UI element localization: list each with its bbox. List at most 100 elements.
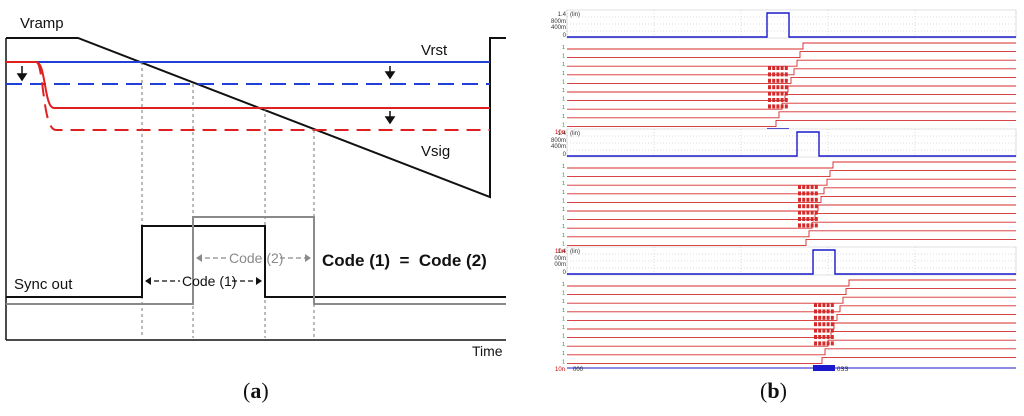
toggle-block [814, 341, 817, 346]
toggle-block [826, 322, 830, 327]
toggle-block [814, 210, 818, 215]
toggle-block [826, 303, 830, 307]
toggle-block [818, 341, 822, 346]
bit-tick-label: 1 [562, 316, 565, 322]
toggle-block [806, 210, 810, 215]
toggle-block [818, 335, 822, 339]
toggle-block [772, 72, 776, 77]
toggle-block [822, 315, 826, 320]
toggle-block [830, 303, 834, 307]
toggle-block [830, 328, 834, 333]
bit-tick-label: 1 [562, 114, 565, 120]
toggle-block [814, 191, 818, 196]
bit-lane-trace [567, 102, 1016, 110]
time-label: Time [472, 343, 503, 359]
bit-tick-label: 1 [562, 190, 565, 196]
toggle-block [830, 341, 834, 346]
code1-arrow-left [145, 277, 151, 285]
bit-tick-label: 1 [562, 299, 565, 305]
toggle-block [822, 335, 826, 339]
bit-lane-trace [567, 76, 1016, 84]
scale-unit: (lin) [570, 12, 580, 18]
toggle-block [798, 185, 801, 189]
bit-tick-label: 1 [562, 342, 565, 348]
toggle-block [802, 191, 806, 196]
toggle-block [768, 72, 771, 77]
scale-label: 00m [554, 262, 566, 268]
bit-lane-trace [567, 111, 1016, 119]
panel-a: Vramp Vrst Vsig Sync out Time Code (1) C… [5, 15, 506, 359]
toggle-block [772, 66, 776, 70]
toggle-block [826, 328, 830, 333]
bit-lane-trace [567, 331, 1016, 339]
toggle-block [818, 303, 822, 307]
toggle-block [780, 98, 784, 102]
bit-lane-trace [567, 356, 1016, 364]
bit-tick-label: 1 [562, 105, 565, 111]
bit-lane-trace [567, 296, 1016, 304]
scale-label: 400m [551, 25, 566, 31]
bit-tick-label: 1 [562, 207, 565, 213]
bit-tick-label: 1 [562, 79, 565, 85]
code-equation: Code (1) = Code (2) [322, 251, 487, 270]
bus-scale-label: 10n [555, 249, 565, 255]
pulse-pane [566, 246, 1017, 276]
bit-lane-trace [567, 348, 1016, 356]
toggle-block [780, 72, 784, 77]
sync-out-label: Sync out [14, 276, 73, 293]
bit-lane-trace [567, 305, 1016, 313]
bit-tick-label: 1 [562, 359, 565, 365]
vramp-trace [6, 37, 506, 199]
toggle-block [806, 223, 810, 228]
toggle-block [818, 328, 822, 333]
bit-lane-trace [567, 94, 1016, 102]
vsig-shifted-line [35, 61, 490, 131]
toggle-block [830, 315, 834, 320]
bit-lane-trace [567, 195, 1016, 203]
bit-lane-trace [567, 51, 1016, 59]
toggle-block [802, 197, 806, 202]
bit-tick-label: 1 [562, 224, 565, 230]
toggle-block [814, 217, 818, 221]
bit-lane-trace [567, 313, 1016, 321]
toggle-block [826, 315, 830, 320]
pulse-pane [566, 9, 1017, 39]
caption-a-letter: a [250, 378, 262, 403]
bit-lane-trace [567, 322, 1016, 330]
bus-code-left: 000 [573, 367, 584, 373]
toggle-block [780, 91, 784, 96]
toggle-block [814, 328, 817, 333]
bit-lane-trace [567, 279, 1016, 287]
pulse-trace [567, 12, 1016, 38]
pulse-pane [566, 128, 1017, 158]
toggle-block [768, 104, 771, 109]
bit-tick-label: 1 [562, 216, 565, 222]
toggle-block [814, 223, 818, 228]
toggle-block [806, 204, 810, 209]
bus-code-right: 0SS [837, 367, 848, 373]
toggle-block [810, 197, 814, 202]
toggle-block [780, 78, 784, 83]
toggle-block [802, 204, 806, 209]
scale-label: 1.4 [558, 249, 567, 255]
pulse-trace [567, 249, 1016, 275]
toggle-block [772, 78, 776, 83]
bit-tick-label: 1 [562, 88, 565, 94]
caption-b: (b) [760, 378, 787, 403]
toggle-block [814, 185, 818, 189]
toggle-block [806, 191, 810, 196]
toggle-block [784, 85, 788, 90]
toggle-block [818, 309, 822, 314]
toggle-block [806, 185, 810, 189]
bit-lane-trace [567, 85, 1016, 93]
toggle-block [772, 91, 776, 96]
toggle-block [806, 217, 810, 221]
scale-unit: (lin) [570, 131, 580, 137]
toggle-block [776, 98, 780, 102]
bit-lane-trace [567, 170, 1016, 178]
toggle-block [798, 210, 801, 215]
toggle-block [784, 66, 788, 70]
code1-label: Code (1) [182, 273, 236, 289]
scale-label: 400m [551, 144, 566, 150]
